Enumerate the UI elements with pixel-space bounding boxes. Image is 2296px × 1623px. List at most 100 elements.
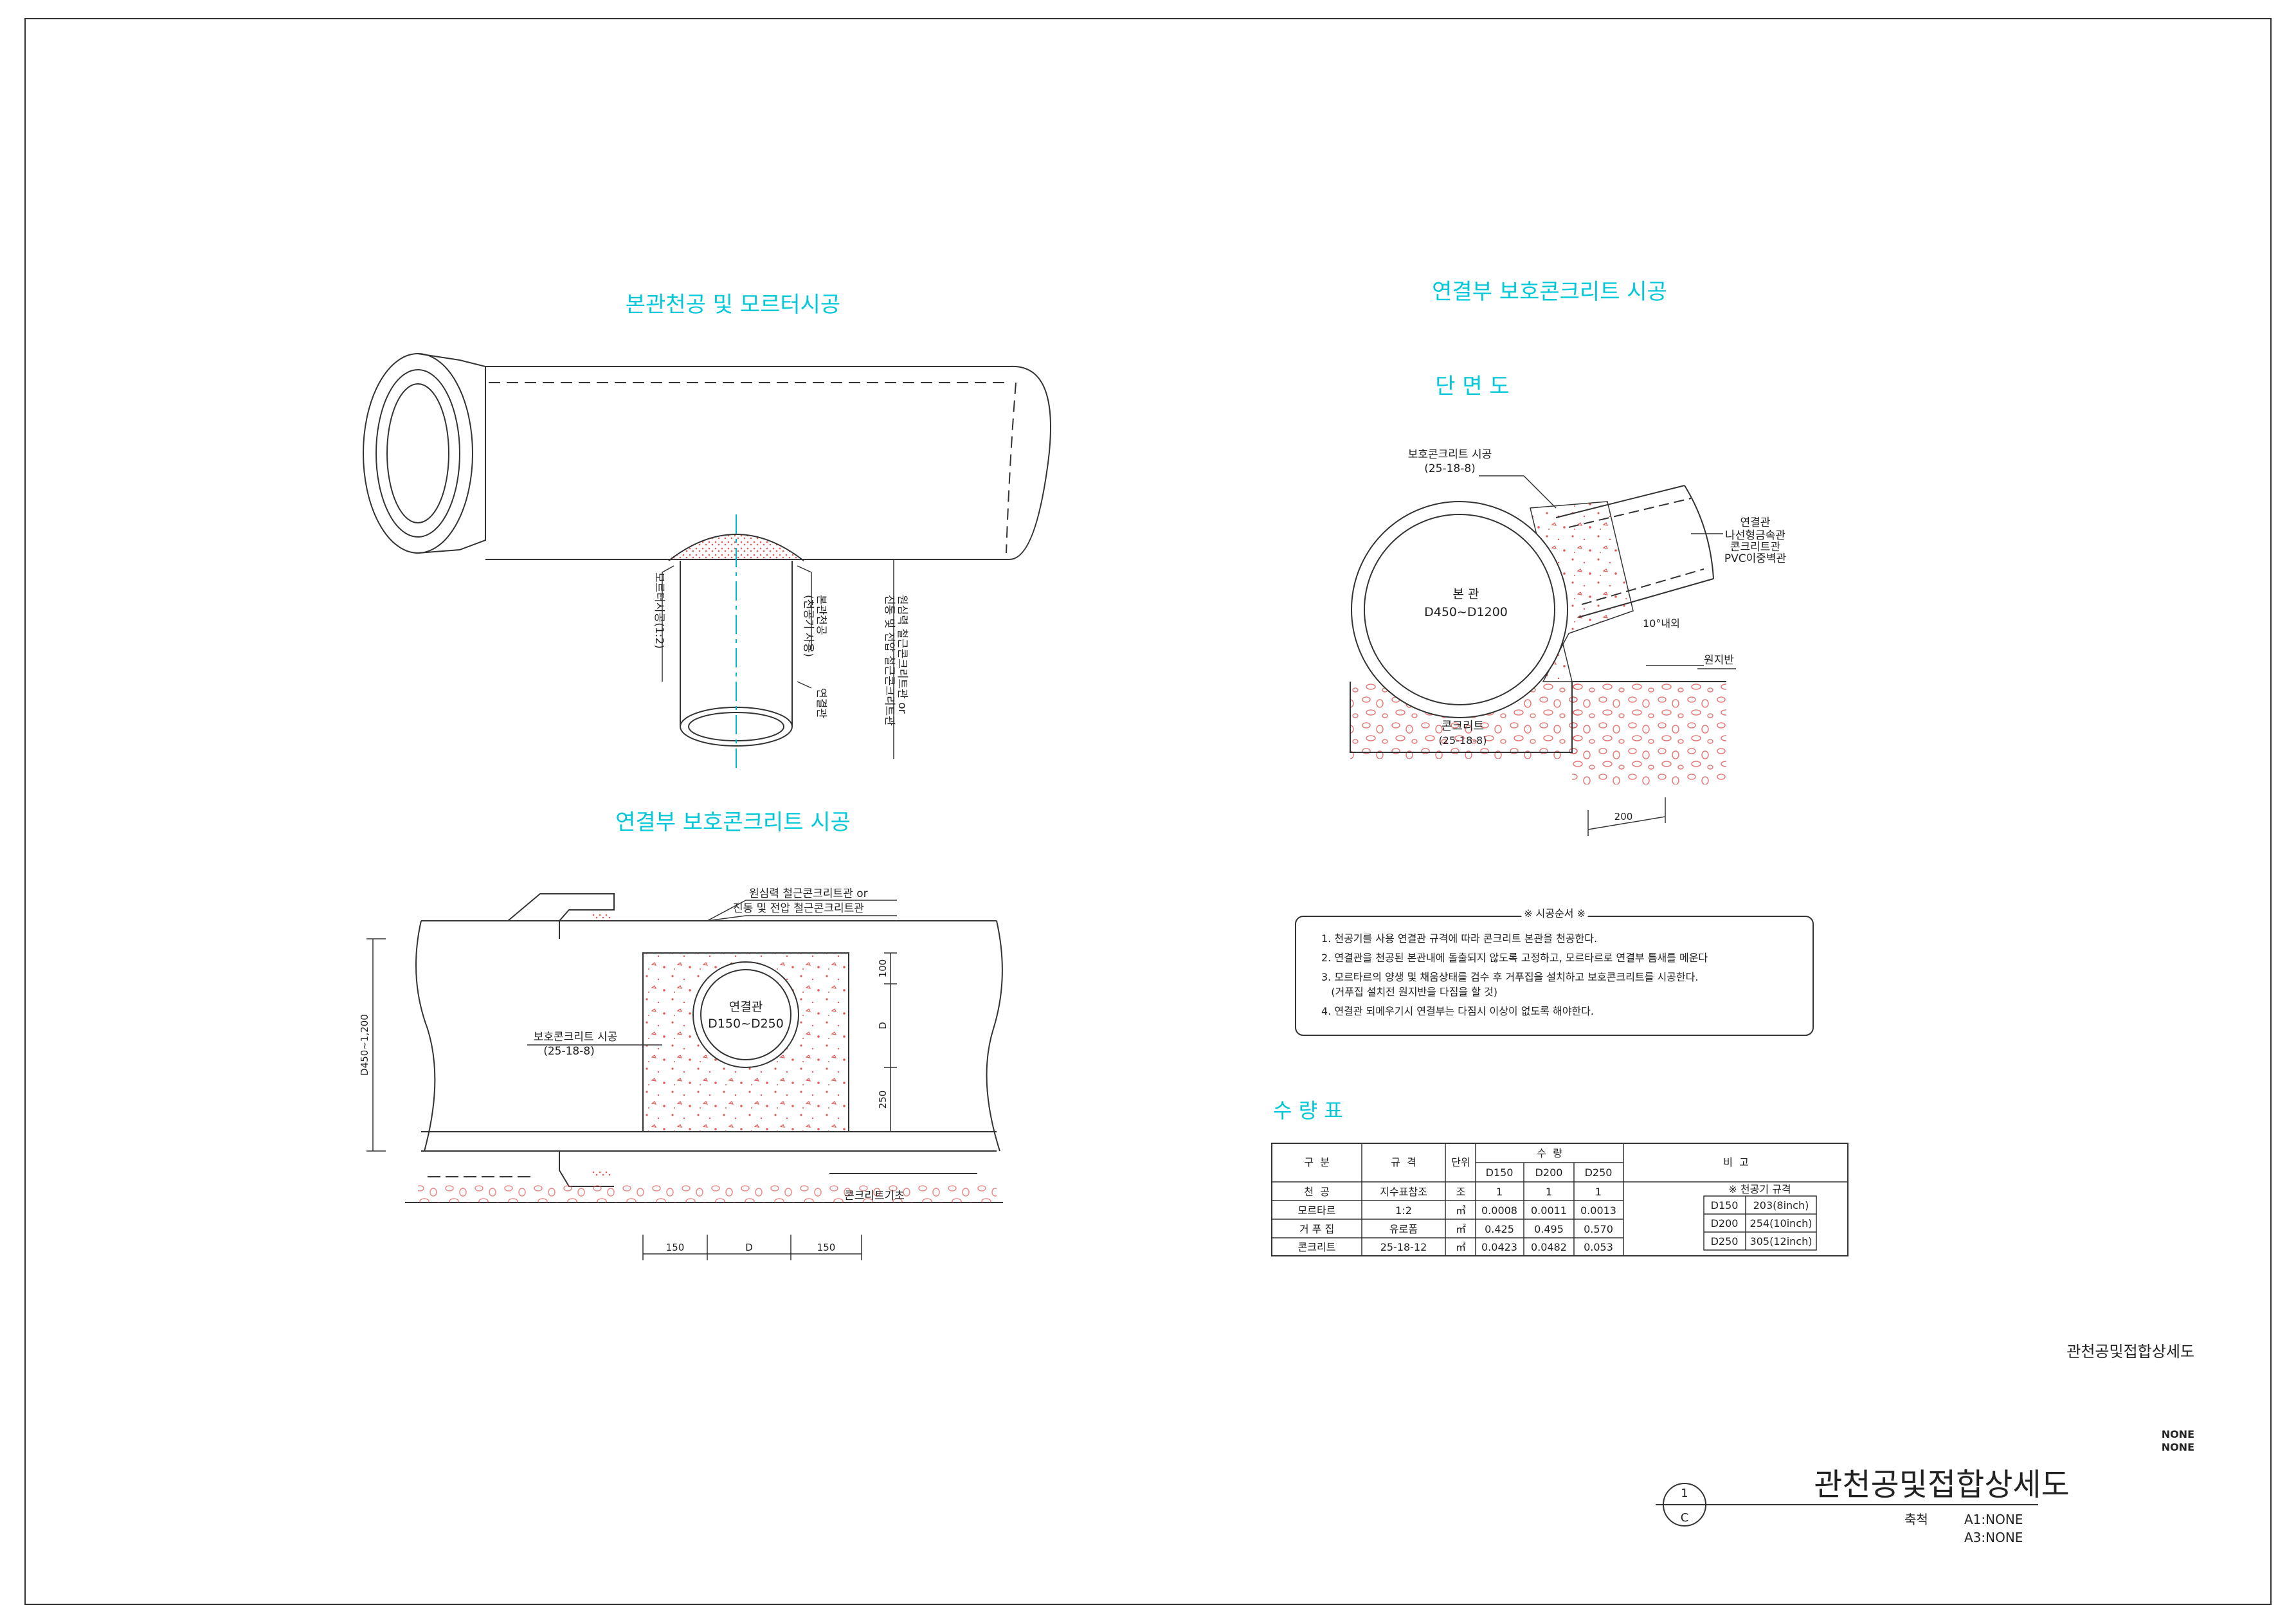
dim-height: D450~1,200	[359, 1014, 370, 1076]
ground-label: 원지반	[1704, 654, 1734, 667]
conn-pipe-circle	[692, 961, 799, 1068]
plan-conn-label: 연결관	[729, 1000, 763, 1014]
section-protect-label: 보호콘크리트 시공	[1408, 448, 1492, 461]
section-conn-type-1: 나선형금속관	[1725, 529, 1785, 542]
sheet-bubble	[1656, 1483, 2038, 1527]
qty-r1-v1: 1	[1496, 1186, 1503, 1198]
bore-label: 본관천공	[815, 595, 827, 635]
section-concrete-spec: (25-18-8)	[1439, 734, 1487, 747]
qty-note-size-3: D250	[1711, 1235, 1739, 1247]
qty-note-title: ※ 천공기 규격	[1728, 1183, 1791, 1195]
plan-conn-size: D150~D250	[708, 1017, 784, 1031]
plan-pipe-type-b: 진동 및 전압 철근콘크리트관	[733, 902, 864, 915]
qty-note-val-3: 305(12inch)	[1750, 1235, 1812, 1247]
plan-protect-label: 보호콘크리트 시공	[534, 1031, 618, 1044]
qty-r3-unit: ㎡	[1456, 1223, 1466, 1235]
notes-item-2: 2. 연결관을 천공된 본관내에 돌출되지 않도록 고정하고, 모르타르로 연결…	[1321, 952, 1708, 964]
bore-sub-label: (천공기 사용)	[802, 595, 815, 657]
section-conn-title: 연결관	[1740, 516, 1771, 529]
qty-size-1: D150	[1486, 1166, 1514, 1179]
notes-item-4: 4. 연결관 되메우기시 연결부는 다짐시 이상이 없도록 해야한다.	[1321, 1005, 1594, 1017]
main-pipe-isometric	[363, 353, 1051, 560]
dim-d-horizontal: D	[745, 1242, 753, 1253]
section-main-size: D450~D1200	[1424, 605, 1508, 619]
section1-title: 본관천공 및 모르터시공	[626, 292, 840, 318]
qty-r4-name: 콘크리트	[1298, 1241, 1336, 1253]
qty-h-qty: 수 량	[1537, 1147, 1562, 1159]
section-conn-pipe	[1555, 485, 1714, 618]
qty-r3-spec: 유로폼	[1389, 1223, 1418, 1235]
pipe-type-label-b: 진동 및 전압 철근콘크리트관	[883, 595, 896, 726]
notes-item-3b: (거푸집 설치전 원지반을 다짐을 할 것)	[1321, 986, 1497, 998]
qty-h-note: 비 고	[1723, 1156, 1749, 1168]
qty-r1-spec: 지수표참조	[1380, 1186, 1427, 1198]
main-title: 관천공및접합상세도	[1814, 1467, 2069, 1503]
section3-title: 연결부 보호콘크리트 시공	[1432, 279, 1667, 305]
qty-r2-v3: 0.0013	[1580, 1204, 1616, 1217]
plan-protect-spec: (25-18-8)	[543, 1045, 595, 1058]
dim-250: 250	[877, 1091, 889, 1109]
base-label: 콘크리트기초	[844, 1190, 905, 1202]
qty-note-val-2: 254(10inch)	[1750, 1217, 1812, 1229]
section-protect-spec: (25-18-8)	[1424, 462, 1476, 475]
qty-r1-unit: 조	[1456, 1186, 1466, 1198]
dim-d-vertical: D	[877, 1022, 889, 1029]
qty-r4-spec: 25-18-12	[1380, 1241, 1427, 1253]
section-main-label: 본 관	[1453, 587, 1479, 601]
plan-pipe-type-a: 원심력 철근콘크리트관 or	[749, 887, 868, 900]
section-conn-type-3: PVC이중벽관	[1724, 552, 1786, 565]
section2-leaders	[527, 900, 897, 1046]
qty-note-val-1: 203(8inch)	[1753, 1199, 1809, 1211]
qty-r1-name: 천 공	[1304, 1186, 1330, 1198]
qty-r4-v1: 0.0423	[1481, 1241, 1517, 1253]
qty-note-size-1: D150	[1711, 1199, 1739, 1211]
section-concrete-label: 콘크리트	[1442, 720, 1484, 733]
quantity-title: 수 량 표	[1273, 1098, 1343, 1123]
qty-r4-v2: 0.0482	[1531, 1241, 1567, 1253]
quantity-table	[1271, 1143, 1849, 1256]
scale-a1: A1:NONE	[1964, 1512, 2023, 1527]
qty-h-category: 구 분	[1304, 1156, 1330, 1168]
dim-150-right: 150	[817, 1242, 836, 1253]
qty-size-3: D250	[1585, 1166, 1613, 1179]
qty-note-size-2: D200	[1711, 1217, 1739, 1229]
section1-leaders	[662, 559, 894, 759]
qty-r2-v2: 0.0011	[1531, 1204, 1567, 1217]
qty-r2-v1: 0.0008	[1481, 1204, 1517, 1217]
qty-r4-unit: ㎥	[1456, 1241, 1466, 1253]
dim-200: 200	[1614, 811, 1633, 822]
scale-a3: A3:NONE	[1964, 1530, 2023, 1545]
section-main-pipe	[1350, 501, 1726, 753]
qty-h-unit: 단위	[1451, 1156, 1470, 1168]
notes-item-3: 3. 모르타르의 양생 및 채움상태를 검수 후 거푸집을 설치하고 보호콘크리…	[1321, 971, 1698, 983]
section3-subtitle: 단 면 도	[1435, 374, 1509, 399]
qty-r3-v3: 0.570	[1584, 1223, 1613, 1235]
pipe-type-label-a: 원심력 철근콘크리트관 or	[896, 595, 908, 714]
sheet-ref: C	[1681, 1511, 1689, 1525]
qty-h-spec: 규 격	[1391, 1156, 1416, 1168]
qty-r1-v2: 1	[1546, 1186, 1552, 1198]
conn-label: 연결관	[815, 688, 827, 718]
notes-item-1: 1. 천공기를 사용 연결관 규격에 따라 콘크리트 본관을 천공한다.	[1321, 932, 1597, 945]
qty-r2-name: 모르타르	[1298, 1204, 1336, 1217]
qty-size-2: D200	[1535, 1166, 1563, 1179]
notes-box	[1295, 916, 1814, 1036]
dim-150-left: 150	[666, 1242, 685, 1253]
qty-r2-spec: 1:2	[1395, 1204, 1412, 1217]
qty-r3-v2: 0.495	[1534, 1223, 1564, 1235]
section2-title: 연결부 보호콘크리트 시공	[615, 810, 851, 835]
qty-r4-v3: 0.053	[1584, 1241, 1613, 1253]
none-label-1: NONE	[2162, 1428, 2194, 1440]
scale-label: 축척	[1904, 1512, 1928, 1527]
sheet-number: 1	[1681, 1487, 1688, 1500]
qty-r1-v3: 1	[1595, 1186, 1602, 1198]
qty-r3-name: 거 푸 집	[1299, 1223, 1334, 1235]
dim-100: 100	[877, 959, 889, 978]
angle-label: 10°내외	[1643, 617, 1680, 630]
notes-title: ※ 시공순서 ※	[1524, 907, 1586, 920]
section3-leaders	[1479, 475, 1736, 836]
qty-r2-unit: ㎥	[1456, 1204, 1466, 1217]
section-conn-type-2: 콘크리트관	[1730, 541, 1780, 554]
qty-r3-v1: 0.425	[1485, 1223, 1514, 1235]
